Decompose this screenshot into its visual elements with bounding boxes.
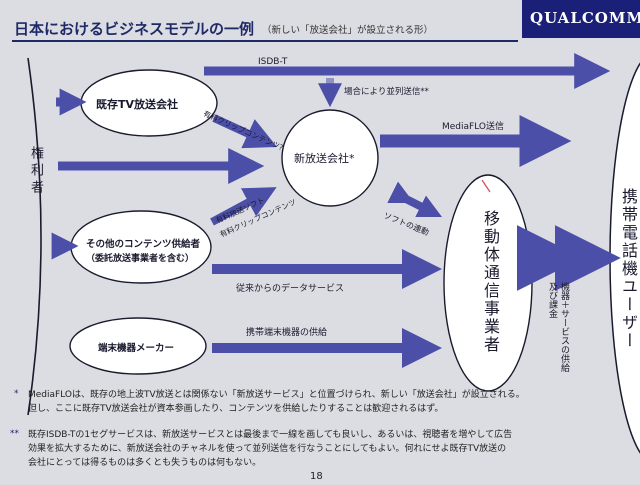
qualcomm-logo: QUALCOMM bbox=[530, 9, 640, 27]
arrow-soft-link bbox=[387, 181, 443, 218]
device-supply-label: 携帯端末機器の供給 bbox=[246, 328, 328, 338]
mobile-user-label: 携帯電話機ユーザー bbox=[619, 188, 638, 350]
note2-line2: 効果を拡大するために、新放送会社のチャネルを使って並列送信を行なうことにしてもよ… bbox=[28, 444, 507, 454]
note1-line1: MediaFLOは、既存の地上波TV放送とは関係ない「新放送サービス」と位置づけ… bbox=[28, 390, 525, 400]
page-number: 18 bbox=[310, 471, 323, 482]
mediaflo-label: MediaFLO送信 bbox=[442, 122, 504, 132]
user-link-label: 機器＋サービスの供給及び課金 bbox=[547, 282, 569, 372]
device-maker-label: 端末機器メーカー bbox=[98, 343, 175, 354]
note2-mark: ** bbox=[10, 429, 19, 439]
logo-box bbox=[522, 0, 640, 38]
title-rule bbox=[12, 40, 518, 42]
rights-holder-bracket bbox=[27, 57, 42, 416]
existing-tv-label: 既存TV放送会社 bbox=[96, 98, 179, 111]
simulcast-label: 場合により並列送信** bbox=[344, 87, 429, 97]
other-content-label: その他のコンテンツ供給者 bbox=[86, 239, 201, 250]
new-broadcaster-label: 新放送会社* bbox=[294, 152, 355, 165]
slide-subtitle: （新しい「放送会社」が設立される形） bbox=[262, 25, 434, 36]
arrow-other-to-new bbox=[210, 187, 277, 226]
slide-title: 日本におけるビジネスモデルの一例 bbox=[14, 20, 255, 38]
note2-line3: 会社にとっては得るものは多くとも失うものは何もない。 bbox=[28, 458, 262, 468]
data-service-label: 従来からのデータサービス bbox=[236, 284, 345, 294]
red-accent bbox=[481, 179, 491, 193]
other-content-sub-label: （委託放送事業者を含む） bbox=[86, 254, 195, 264]
mobile-operator-label: 移動体通信事業者 bbox=[481, 210, 500, 354]
new-broadcaster-circle bbox=[281, 109, 379, 207]
note2-line1: 既存ISDB-Tの1セグサービスは、新放送サービスとは最後まで一線を画しても良い… bbox=[28, 430, 513, 440]
note1-line2: 但し、ここに既存TV放送会社が資本参画したり、コンテンツを供給したりすることは歓… bbox=[28, 404, 444, 414]
arrow-existing-to-new bbox=[212, 114, 278, 149]
rights-holder-label: 権利者 bbox=[28, 146, 43, 197]
device-maker-ellipse bbox=[69, 317, 207, 375]
note1-mark: * bbox=[14, 389, 19, 399]
isdbt-label: ISDB-T bbox=[258, 57, 288, 67]
